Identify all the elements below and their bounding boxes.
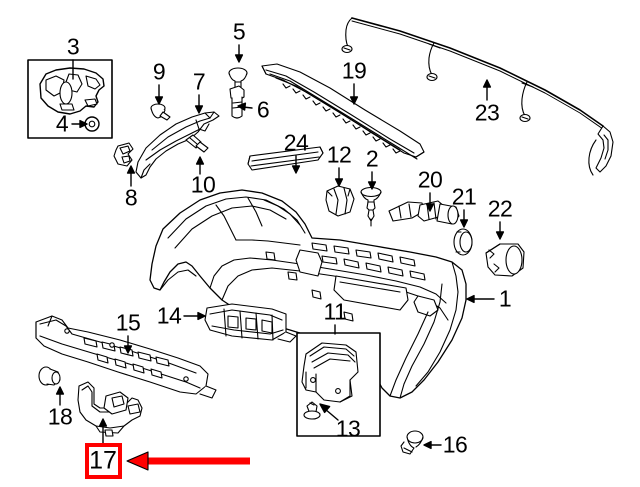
part-21-ring	[453, 228, 473, 256]
callout-label-12: 12	[326, 141, 352, 168]
part-12-cap	[325, 185, 355, 217]
callout-label-18: 18	[47, 403, 73, 430]
part-5-retainer	[228, 67, 248, 95]
part-11-shape	[301, 342, 359, 403]
callout-label-14: 14	[156, 302, 182, 329]
callout-label-6: 6	[256, 96, 270, 123]
part-7-bracket	[135, 111, 220, 179]
part-16-bolt	[400, 430, 424, 455]
part-14-bracket	[204, 303, 297, 343]
part-18-stopper	[38, 366, 61, 386]
part-17-bracket	[77, 381, 143, 437]
callout-label-22: 22	[487, 195, 513, 222]
part-22-bracket	[485, 243, 525, 277]
callout-label-11: 11	[323, 298, 347, 325]
callout-label-23: 23	[474, 99, 500, 126]
part-23-harness	[341, 17, 614, 176]
part-1-bumper-cover	[149, 189, 467, 399]
callout-label-20: 20	[417, 166, 443, 193]
callout-label-10: 10	[190, 171, 216, 198]
callout-label-15: 15	[115, 309, 141, 336]
part-24-molding	[247, 146, 324, 171]
callout-label-4: 4	[55, 110, 69, 137]
callout-label-21: 21	[451, 183, 477, 210]
part-15-crossmember	[35, 315, 217, 399]
callout-label-7: 7	[192, 68, 206, 95]
highlighted-part-number: 17	[89, 446, 117, 475]
callout-label-5: 5	[232, 18, 246, 45]
red-highlight-arrow	[126, 451, 250, 471]
highlighted-part-box[interactable]	[85, 443, 122, 479]
callout-label-24: 24	[283, 129, 309, 156]
part-2-fastener	[360, 186, 382, 227]
part-19-reinforcement	[261, 63, 425, 160]
part-10-stud	[185, 134, 209, 153]
part-8-bracket	[113, 142, 134, 167]
callout-label-1: 1	[498, 285, 512, 312]
callout-label-13: 13	[335, 415, 361, 442]
callout-label-16: 16	[442, 431, 468, 458]
part-9-clip	[150, 103, 171, 121]
callout-label-2: 2	[365, 145, 379, 172]
part-6-nut	[229, 85, 245, 119]
callout-label-3: 3	[66, 33, 80, 60]
leader-lines	[55, 44, 505, 450]
callout-label-9: 9	[152, 58, 166, 85]
part-13-bolt	[303, 401, 321, 420]
callout-label-8: 8	[124, 184, 138, 211]
callout-label-19: 19	[341, 57, 367, 84]
part-20-sensor	[388, 200, 460, 225]
part-3-shape	[39, 67, 105, 115]
